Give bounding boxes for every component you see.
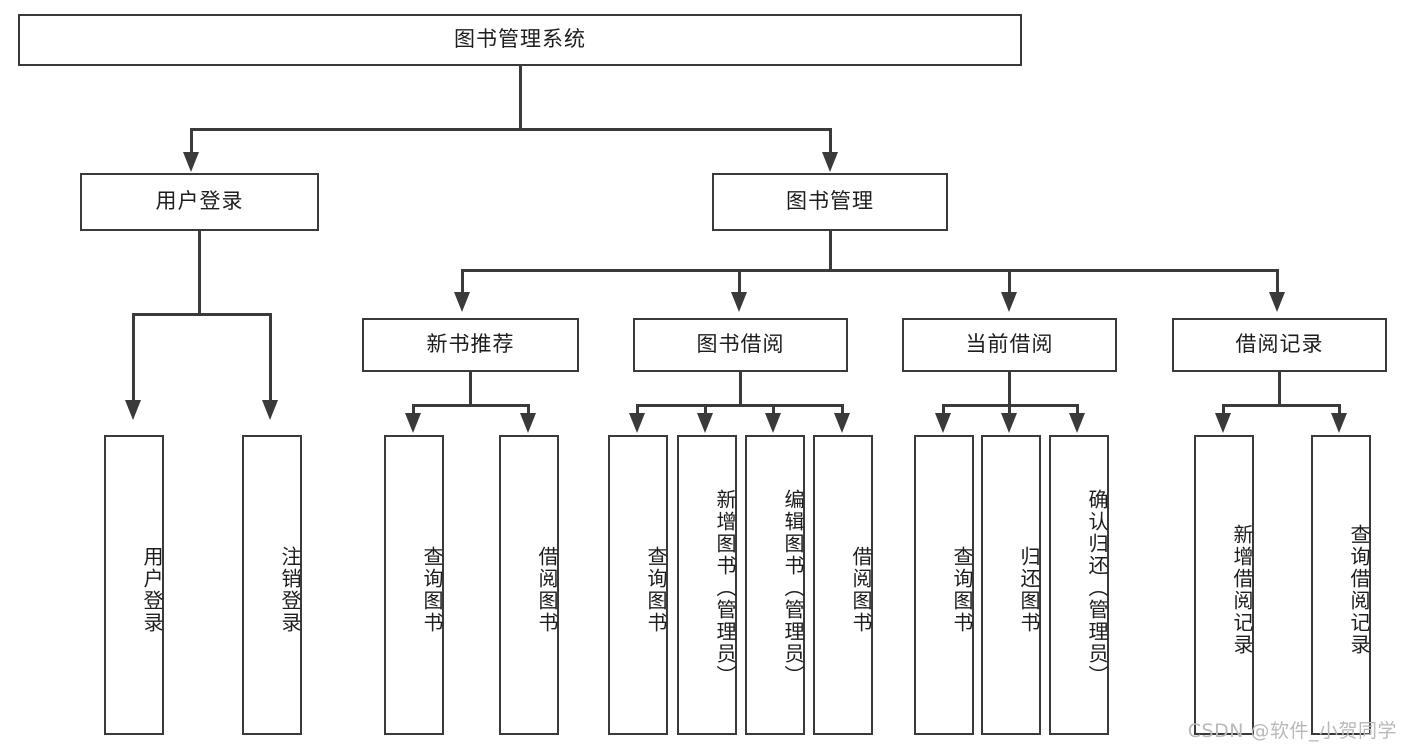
connector-borrowrecord-drop-2 xyxy=(1338,404,1341,416)
arrow-down-icon xyxy=(405,413,421,433)
connector-bookborrow-stem xyxy=(739,372,742,406)
node-label: 归还图书 xyxy=(1017,546,1041,634)
arrow-down-icon xyxy=(1001,292,1017,312)
leaf-logout-login[interactable]: 注销登录 xyxy=(242,435,302,735)
connector-bookmgmt-bus xyxy=(461,269,1279,272)
node-user-login[interactable]: 用户登录 xyxy=(80,173,319,231)
leaf-return-book[interactable]: 归还图书 xyxy=(981,435,1041,735)
connector-currentborrow-drop-3 xyxy=(1076,404,1079,416)
connector-bookborrow-drop-4 xyxy=(841,404,844,416)
leaf-user-login[interactable]: 用户登录 xyxy=(104,435,164,735)
node-borrow-record[interactable]: 借阅记录 xyxy=(1172,318,1387,372)
connector-root-stem xyxy=(519,66,522,130)
node-label: 图书管理系统 xyxy=(454,27,586,52)
leaf-query-book-recommend[interactable]: 查询图书 xyxy=(384,435,444,735)
connector-bookborrow-drop-3 xyxy=(772,404,775,416)
node-label: 借阅记录 xyxy=(1235,332,1324,357)
node-book-borrow[interactable]: 图书借阅 xyxy=(633,318,848,372)
node-label: 用户登录 xyxy=(140,546,164,634)
arrow-down-icon xyxy=(125,400,141,420)
leaf-query-borrow-record[interactable]: 查询借阅记录 xyxy=(1311,435,1371,735)
node-new-book-recommend[interactable]: 新书推荐 xyxy=(362,318,579,372)
arrow-down-icon xyxy=(183,152,199,172)
arrow-down-icon xyxy=(1331,413,1347,433)
watermark-text: CSDN @软件_小贺同学 xyxy=(1187,720,1397,742)
node-label: 用户登录 xyxy=(155,189,244,214)
leaf-query-book-borrow[interactable]: 查询图书 xyxy=(608,435,668,735)
connector-bookborrow-bus xyxy=(636,404,844,407)
arrow-down-icon xyxy=(697,413,713,433)
connector-bookmgmt-drop-4 xyxy=(1276,269,1279,295)
arrow-down-icon xyxy=(1069,413,1085,433)
arrow-down-icon xyxy=(262,400,278,420)
connector-userlogin-drop-1 xyxy=(132,313,135,403)
connector-newbook-bus xyxy=(412,404,530,407)
node-label: 查询图书 xyxy=(420,546,444,634)
node-label: 借阅图书 xyxy=(535,546,559,634)
connector-newbook-drop-2 xyxy=(527,404,530,416)
node-book-management[interactable]: 图书管理 xyxy=(712,173,948,231)
node-label: 确认归还（管理员） xyxy=(1085,489,1109,687)
arrow-down-icon xyxy=(454,292,470,312)
connector-borrowrecord-stem xyxy=(1278,372,1281,406)
leaf-add-book-admin[interactable]: 新增图书（管理员） xyxy=(677,435,737,735)
leaf-confirm-return-admin[interactable]: 确认归还（管理员） xyxy=(1049,435,1109,735)
node-label: 图书借阅 xyxy=(696,332,785,357)
leaf-add-borrow-record[interactable]: 新增借阅记录 xyxy=(1194,435,1254,735)
node-label: 查询借阅记录 xyxy=(1347,524,1371,656)
connector-borrowrecord-bus xyxy=(1222,404,1341,407)
connector-root-drop-2 xyxy=(829,128,832,156)
arrow-down-icon xyxy=(834,413,850,433)
leaf-edit-book-admin[interactable]: 编辑图书（管理员） xyxy=(745,435,805,735)
connector-borrowrecord-drop-1 xyxy=(1222,404,1225,416)
connector-newbook-drop-1 xyxy=(412,404,415,416)
arrow-down-icon xyxy=(629,413,645,433)
node-current-borrow[interactable]: 当前借阅 xyxy=(902,318,1117,372)
node-label: 当前借阅 xyxy=(965,332,1054,357)
connector-root-drop-1 xyxy=(190,128,193,156)
connector-userlogin-bus xyxy=(132,313,271,316)
node-label: 图书管理 xyxy=(786,189,874,214)
node-label: 新增图书（管理员） xyxy=(713,489,737,687)
connector-bookborrow-drop-1 xyxy=(636,404,639,416)
leaf-borrow-book[interactable]: 借阅图书 xyxy=(813,435,873,735)
connector-currentborrow-drop-1 xyxy=(942,404,945,416)
node-label: 借阅图书 xyxy=(849,546,873,634)
node-label: 查询图书 xyxy=(950,546,974,634)
node-label: 新书推荐 xyxy=(426,332,515,357)
connector-bookmgmt-drop-1 xyxy=(461,269,464,295)
arrow-down-icon xyxy=(1001,413,1017,433)
connector-bookborrow-drop-2 xyxy=(704,404,707,416)
node-label: 注销登录 xyxy=(278,546,302,634)
arrow-down-icon xyxy=(935,413,951,433)
leaf-query-book-current[interactable]: 查询图书 xyxy=(914,435,974,735)
node-label: 查询图书 xyxy=(644,546,668,634)
connector-bookmgmt-drop-3 xyxy=(1008,269,1011,295)
connector-userlogin-drop-2 xyxy=(269,313,272,403)
node-root-system[interactable]: 图书管理系统 xyxy=(18,14,1022,66)
arrow-down-icon xyxy=(1269,292,1285,312)
arrow-down-icon xyxy=(731,292,747,312)
connector-bookmgmt-drop-2 xyxy=(738,269,741,295)
arrow-down-icon xyxy=(765,413,781,433)
connector-currentborrow-drop-2 xyxy=(1008,404,1011,416)
node-label: 新增借阅记录 xyxy=(1230,524,1254,656)
leaf-borrow-book-recommend[interactable]: 借阅图书 xyxy=(499,435,559,735)
arrow-down-icon xyxy=(822,152,838,172)
connector-newbook-stem xyxy=(469,372,472,406)
connector-userlogin-stem xyxy=(198,231,201,315)
arrow-down-icon xyxy=(1215,413,1231,433)
connector-currentborrow-stem xyxy=(1008,372,1011,406)
connector-bookmgmt-stem xyxy=(829,231,832,271)
connector-root-bus xyxy=(190,128,832,131)
arrow-down-icon xyxy=(520,413,536,433)
node-label: 编辑图书（管理员） xyxy=(781,489,805,687)
